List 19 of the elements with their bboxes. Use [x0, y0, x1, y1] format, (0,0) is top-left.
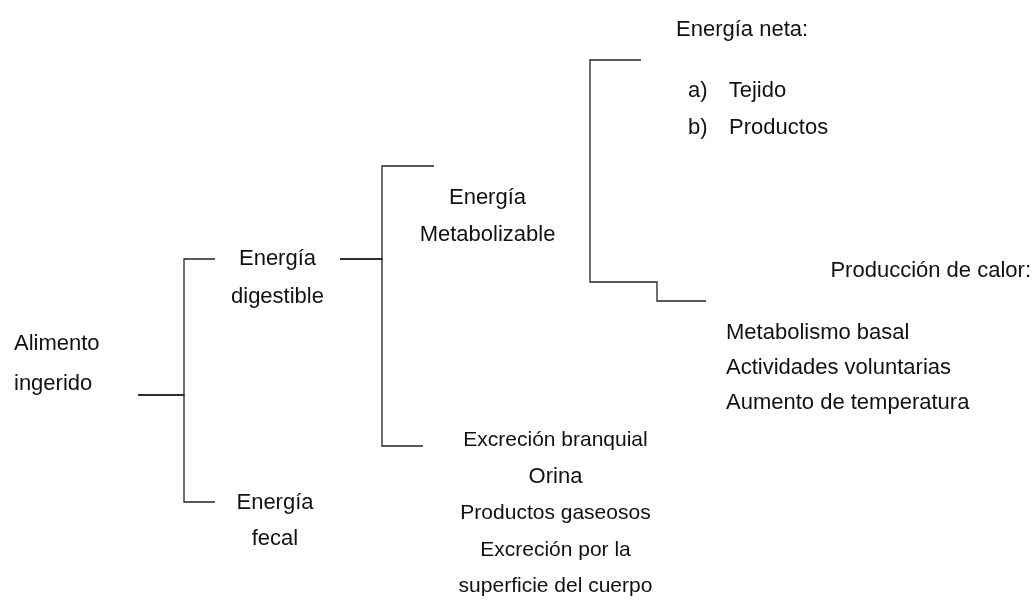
list-item: Orina	[528, 461, 583, 490]
bracket-connector	[589, 214, 707, 302]
branch-heading: Excreción branquial	[463, 426, 648, 452]
bracket-connector	[589, 59, 642, 216]
branch-label: Energía fecal	[215, 482, 335, 558]
branch-label: Energía digestible	[215, 238, 340, 318]
list-item: Excreción por la superficie del cuerpo	[457, 535, 654, 598]
list-item: a) Tejido	[688, 75, 787, 104]
branch-label: Energía Metabolizable	[395, 166, 590, 254]
list-item: Productos gaseosos	[460, 499, 651, 525]
branch-heading: Producción de calor:	[830, 256, 1031, 284]
branch-heading: Energía neta:	[676, 15, 809, 43]
list-item: Metabolismo basal	[726, 317, 910, 346]
list-item: b) Productos	[688, 112, 829, 141]
list-item: Actividades voluntarias	[726, 352, 951, 381]
root-label: Alimento ingerido	[0, 322, 138, 406]
bracket-connector	[339, 258, 424, 447]
list-item: Aumento de temperatura	[726, 387, 970, 416]
bracket-connector	[137, 394, 216, 503]
